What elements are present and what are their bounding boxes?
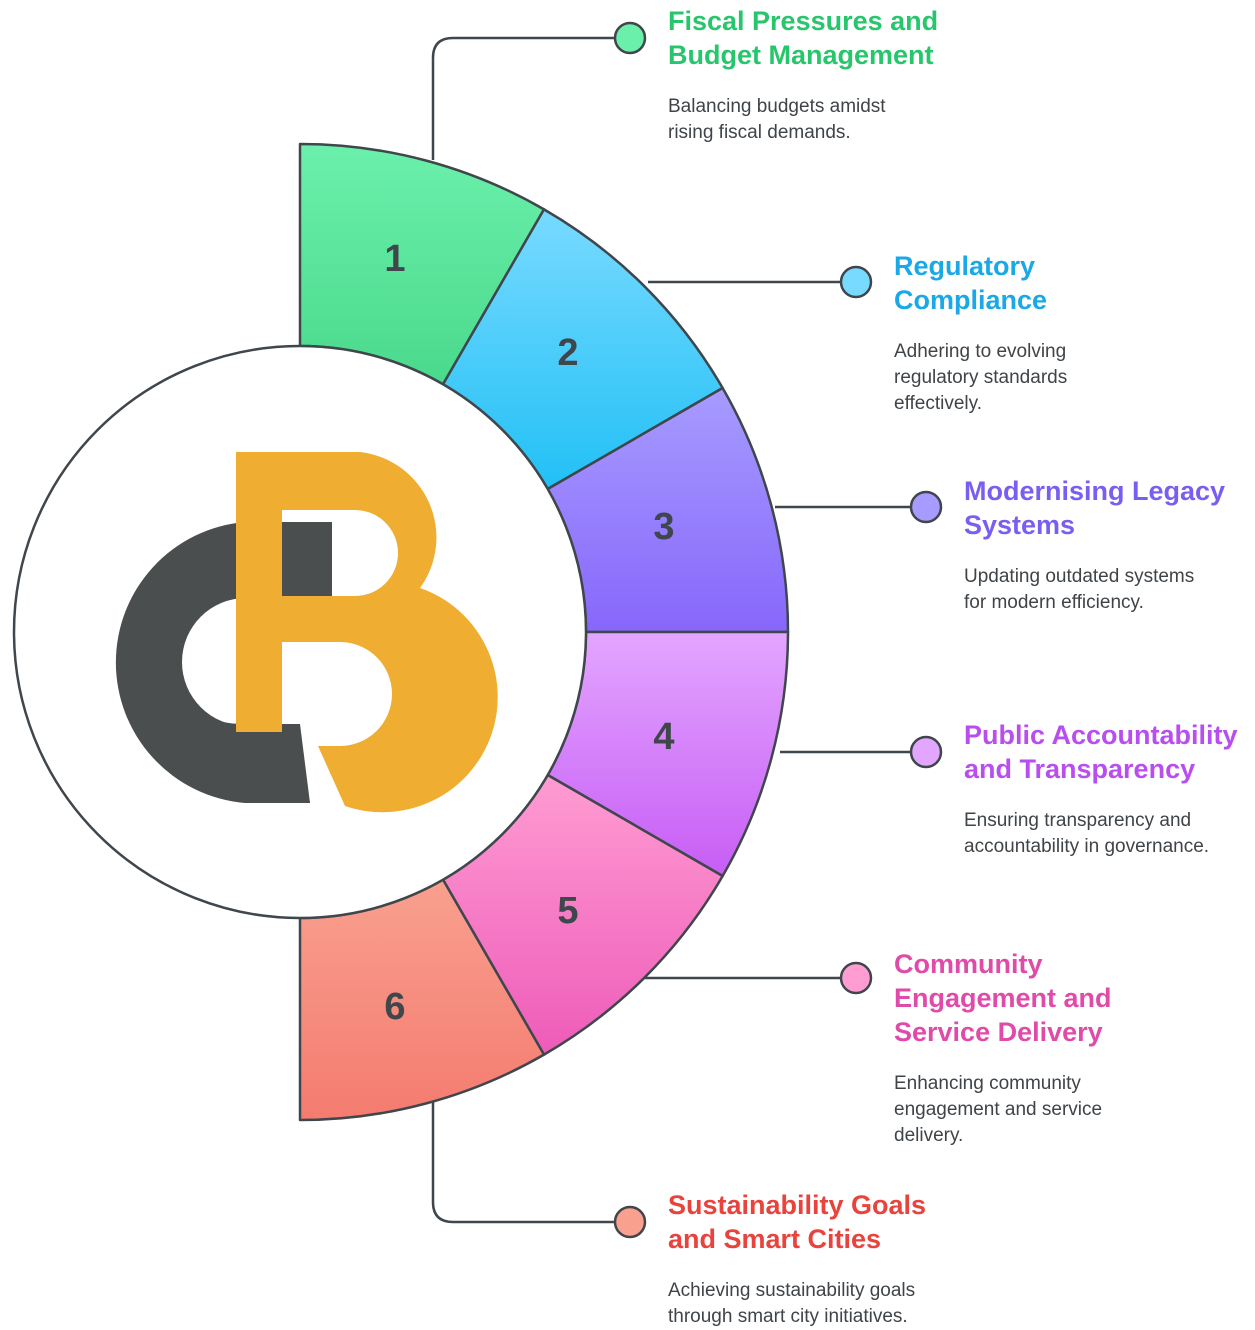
item-description-line: accountability in governance.	[964, 836, 1210, 857]
item-title-line: Sustainability Goals	[668, 1190, 927, 1220]
item-title-line: Engagement and	[894, 983, 1112, 1013]
item-description-line: Achieving sustainability goals	[668, 1280, 916, 1301]
item-title-line: Service Delivery	[894, 1017, 1103, 1047]
item-title-line: Regulatory	[894, 251, 1036, 281]
item-description-line: for modern efficiency.	[964, 592, 1144, 613]
item-title: Public Accountability and Transparency	[964, 718, 1255, 786]
connector-lines	[431, 36, 912, 1224]
item-description: Achieving sustainability goals through sm…	[668, 1278, 968, 1330]
segment-number-3: 3	[653, 506, 674, 548]
item-description-line: Enhancing community	[894, 1073, 1081, 1094]
segment-number-1: 1	[384, 238, 405, 280]
connector-dot-6	[613, 1205, 647, 1239]
item-title: Sustainability Goals and Smart Cities	[668, 1188, 968, 1256]
item-title-line: Systems	[964, 510, 1076, 540]
connector-dot-1	[613, 21, 647, 55]
cb-logo	[115, 452, 498, 813]
item-description-line: Updating outdated systems	[964, 566, 1195, 587]
item-title-line: and Smart Cities	[668, 1224, 882, 1254]
item-description-line: engagement and service	[894, 1099, 1103, 1120]
item-description-line: Balancing budgets amidst	[668, 96, 886, 117]
segment-number-6: 6	[384, 986, 405, 1028]
connector-dot-5	[839, 961, 873, 995]
connector-dot-3	[909, 490, 943, 524]
item-description-line: Ensuring transparency and	[964, 810, 1192, 831]
item-description-line: rising fiscal demands.	[668, 122, 851, 143]
item-title-line: and Transparency	[964, 754, 1196, 784]
item-description: Adhering to evolving regulatory standards…	[894, 339, 1194, 417]
item-description-line: Adhering to evolving	[894, 341, 1067, 362]
item-description: Ensuring transparency and accountability …	[964, 808, 1255, 860]
item-title-line: Compliance	[894, 285, 1048, 315]
segment-number-5: 5	[557, 890, 578, 932]
item-description-line: regulatory standards	[894, 367, 1068, 388]
logo-letter-b	[236, 452, 498, 813]
item-description-line: delivery.	[894, 1125, 964, 1146]
item-title-line: Fiscal Pressures and	[668, 6, 939, 36]
item-description-line: through smart city initiatives.	[668, 1306, 908, 1327]
item-description: Updating outdated systems for modern effi…	[964, 564, 1255, 616]
connector-dot-2	[839, 265, 873, 299]
center-logo-circle	[12, 344, 588, 920]
connector-line-1	[431, 36, 616, 160]
segment-number-2: 2	[557, 332, 578, 374]
item-title-line: Budget Management	[668, 40, 934, 70]
item-title-line: Modernising Legacy	[964, 476, 1226, 506]
item-description-line: effectively.	[894, 393, 983, 414]
semicircle-segments: 1 2 3 4 5 6	[298, 142, 790, 1122]
connector-dot-4	[909, 735, 943, 769]
item-title-line: Community	[894, 949, 1043, 979]
item-title-line: Public Accountability	[964, 720, 1238, 750]
item-description: Enhancing community engagement and servic…	[894, 1071, 1194, 1149]
segment-number-4: 4	[653, 716, 674, 758]
connector-line-6	[431, 1100, 616, 1224]
item-description: Balancing budgets amidst rising fiscal de…	[668, 94, 968, 146]
connector-dots	[613, 21, 943, 1239]
